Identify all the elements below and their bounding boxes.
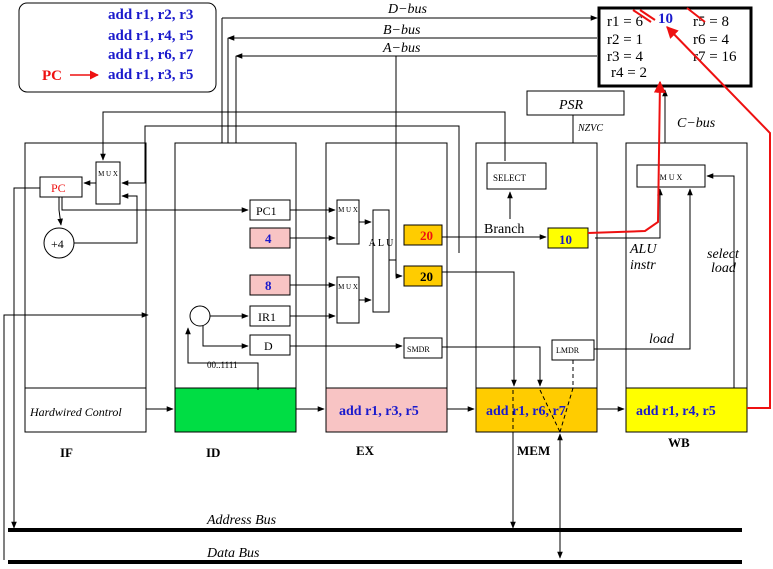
wb-control-box [625,387,748,433]
data-bus-label: Data Bus [206,546,260,561]
hardwired-control-box [24,387,147,433]
stage-label-wb: WB [668,435,690,450]
reg-r7: r7 = 16 [693,49,737,65]
reg-r2: r2 = 1 [607,32,643,48]
stage-labels: IF ID EX MEM WB [60,435,690,460]
d-label: D [264,339,273,353]
r1-strike-2 [639,9,656,21]
wb-forward-path [666,26,771,409]
id-stage: PC1 4 8 IR1 D 00..1111 [185,199,291,390]
id-decrementer [189,305,211,327]
if-stage: M U X PC +4 [3,111,506,560]
ex-stage: M U X M U X A L U 20 20 SMDR [290,56,443,359]
buses: D−bus B−bus A−bus C−bus Address Bus Data… [8,2,742,564]
a-bus-label: A−bus [382,41,421,56]
stage-label-ex: EX [356,443,375,458]
mem-forward-path [587,80,666,234]
reg-r1: r1 = 6 [607,14,643,30]
wb-stage-frame [625,142,748,433]
reg-r1-new-value: 10 [658,11,673,27]
r1-strike-3 [686,7,706,23]
address-bus-label: Address Bus [206,513,277,528]
alu-instr-label-2: instr [630,258,656,273]
alu [372,209,390,313]
plus4-label: +4 [51,237,64,251]
pc-register [39,176,83,198]
r1-strike-1 [632,9,652,23]
forwarding-paths [587,7,771,409]
control-boxes: Hardwired Control add r1, r3, r5 add r1,… [24,387,748,433]
psr-label: PSR [558,98,584,113]
register-file-box [597,6,753,88]
program-listing: add r1, r2, r3 add r1, r4, r5 add r1, r6… [18,2,217,93]
mem-result-register [547,227,589,249]
if-mux [95,161,121,205]
select-load-label-2: load [711,261,737,276]
program-line-4: add r1, r3, r5 [108,67,193,83]
reg-r5: r5 = 8 [693,14,729,30]
mem-instruction: add r1, r6, r7 [486,404,566,419]
mem-stage-frame [475,142,598,433]
stage-label-mem: MEM [517,443,550,458]
operand-a-value: 4 [265,231,272,246]
lmdr-label: LMDR [556,346,580,355]
wb-mux [636,164,706,188]
smdr-label: SMDR [407,345,430,354]
ex-instruction: add r1, r3, r5 [339,404,419,419]
wb-stage: M U X ALU instr select load load [594,164,740,388]
ex-mux-b-label: M U X [338,283,358,291]
program-box [18,2,217,93]
alu-instr-label-1: ALU [629,242,657,257]
range-label: 00..1111 [207,360,238,370]
branch-target-value: 20 [420,228,433,243]
alu-output-value: 20 [420,269,433,284]
ex-mux-a-label: M U X [338,206,358,214]
select-label: SELECT [493,173,527,183]
operand-b-value: 8 [265,278,272,293]
program-line-2: add r1, r4, r5 [108,28,193,44]
load-label: load [649,332,675,347]
mem-stage: SELECT Branch 10 LMDR [442,162,595,559]
branch-label: Branch [484,222,524,237]
smdr-register [403,337,443,359]
wb-mux-label: M U X [660,173,683,182]
id-control-box [174,387,297,433]
program-line-3: add r1, r6, r7 [108,47,194,63]
reg-r3: r3 = 4 [607,49,643,65]
c-bus-label: C−bus [677,116,716,131]
stage-label-id: ID [206,445,220,460]
alu-label: A L U [369,238,394,249]
pc-label: PC [51,181,66,195]
register-file: r1 = 6 r2 = 1 r3 = 4 r4 = 2 r5 = 8 r6 = … [597,6,753,88]
reg-r4: r4 = 2 [611,65,647,81]
alu-output-register [403,265,443,287]
program-line-1: add r1, r2, r3 [108,7,193,23]
select-load-label-1: select [707,247,740,262]
hardwired-control-label: Hardwired Control [29,405,122,419]
nzvc-label: NZVC [577,123,603,134]
b-bus-label: B−bus [383,23,421,38]
if-mux-label: M U X [98,170,118,178]
d-register [249,334,291,356]
mem-result-value: 10 [559,232,572,247]
reg-r6: r6 = 4 [693,32,729,48]
branch-target-register [403,224,443,246]
ex-control-box [325,387,448,433]
pc1-label: PC1 [256,204,277,218]
wb-instruction: add r1, r4, r5 [636,404,716,419]
mem-control-box [475,387,598,433]
d-bus-label: D−bus [387,2,428,17]
psr-box [526,90,625,116]
stage-label-if: IF [60,445,73,460]
select-unit [486,162,547,190]
ir1-label: IR1 [258,310,276,324]
pc-pointer-label: PC [42,68,62,84]
